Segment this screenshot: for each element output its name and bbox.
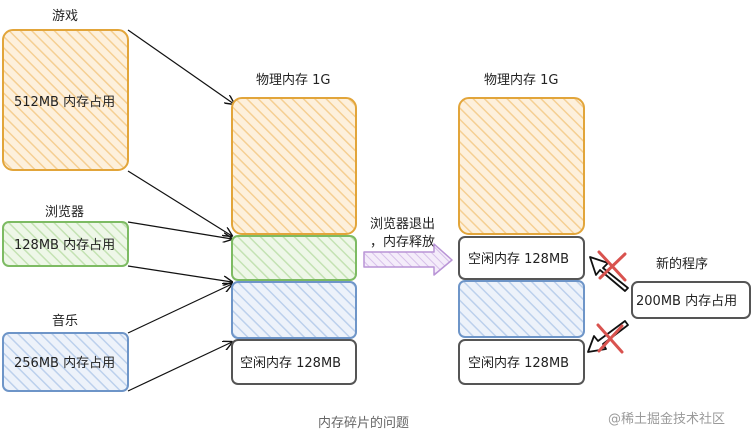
memory-left-title: 物理内存 1G	[256, 72, 330, 88]
music-usage-label: 256MB 内存占用	[14, 355, 115, 371]
memory-left-browser-segment	[231, 235, 357, 281]
music-title: 音乐	[52, 313, 78, 329]
arrow-music-top	[127, 284, 232, 334]
diagram-caption: 内存碎片的问题	[318, 415, 409, 431]
rejected-arrow-top	[589, 256, 629, 292]
new-program-usage-label: 200MB 内存占用	[636, 293, 737, 309]
memory-right-free-label-bottom: 空闲内存 128MB	[468, 355, 569, 371]
browser-title: 浏览器	[45, 204, 84, 220]
arrow-browser-bottom	[127, 265, 232, 282]
browser-usage-label: 128MB 内存占用	[14, 237, 115, 253]
arrow-music-bottom	[127, 342, 232, 392]
game-usage-label: 512MB 内存占用	[14, 94, 115, 110]
memory-right-music-segment	[458, 280, 585, 338]
music-memory-block	[2, 332, 129, 392]
arrow-game-bottom	[127, 170, 232, 236]
memory-left-game-segment	[231, 97, 357, 235]
game-memory-block	[2, 29, 129, 171]
memory-right-free-label-top: 空闲内存 128MB	[468, 251, 569, 267]
memory-left-free-segment	[231, 339, 357, 385]
transition-line2: ，内存释放	[370, 234, 435, 250]
new-program-title: 新的程序	[656, 256, 708, 272]
transition-arrow	[363, 243, 453, 276]
browser-memory-block	[2, 221, 129, 267]
cross-icon-bottom	[596, 323, 624, 354]
memory-left-music-segment	[231, 281, 357, 339]
memory-left-free-label: 空闲内存 128MB	[240, 355, 341, 371]
cross-icon-top	[597, 250, 627, 282]
memory-right-title: 物理内存 1G	[484, 72, 558, 88]
arrow-game-top	[127, 29, 234, 104]
memory-right-game-segment	[458, 97, 585, 235]
memory-right-free-segment-top	[458, 236, 585, 280]
game-title: 游戏	[52, 9, 78, 24]
arrow-browser-top	[127, 221, 232, 239]
new-program-block	[631, 281, 751, 319]
memory-right-free-segment-bottom	[458, 339, 585, 385]
transition-line1: 浏览器退出	[370, 216, 435, 232]
watermark: @稀土掘金技术社区	[608, 411, 725, 427]
